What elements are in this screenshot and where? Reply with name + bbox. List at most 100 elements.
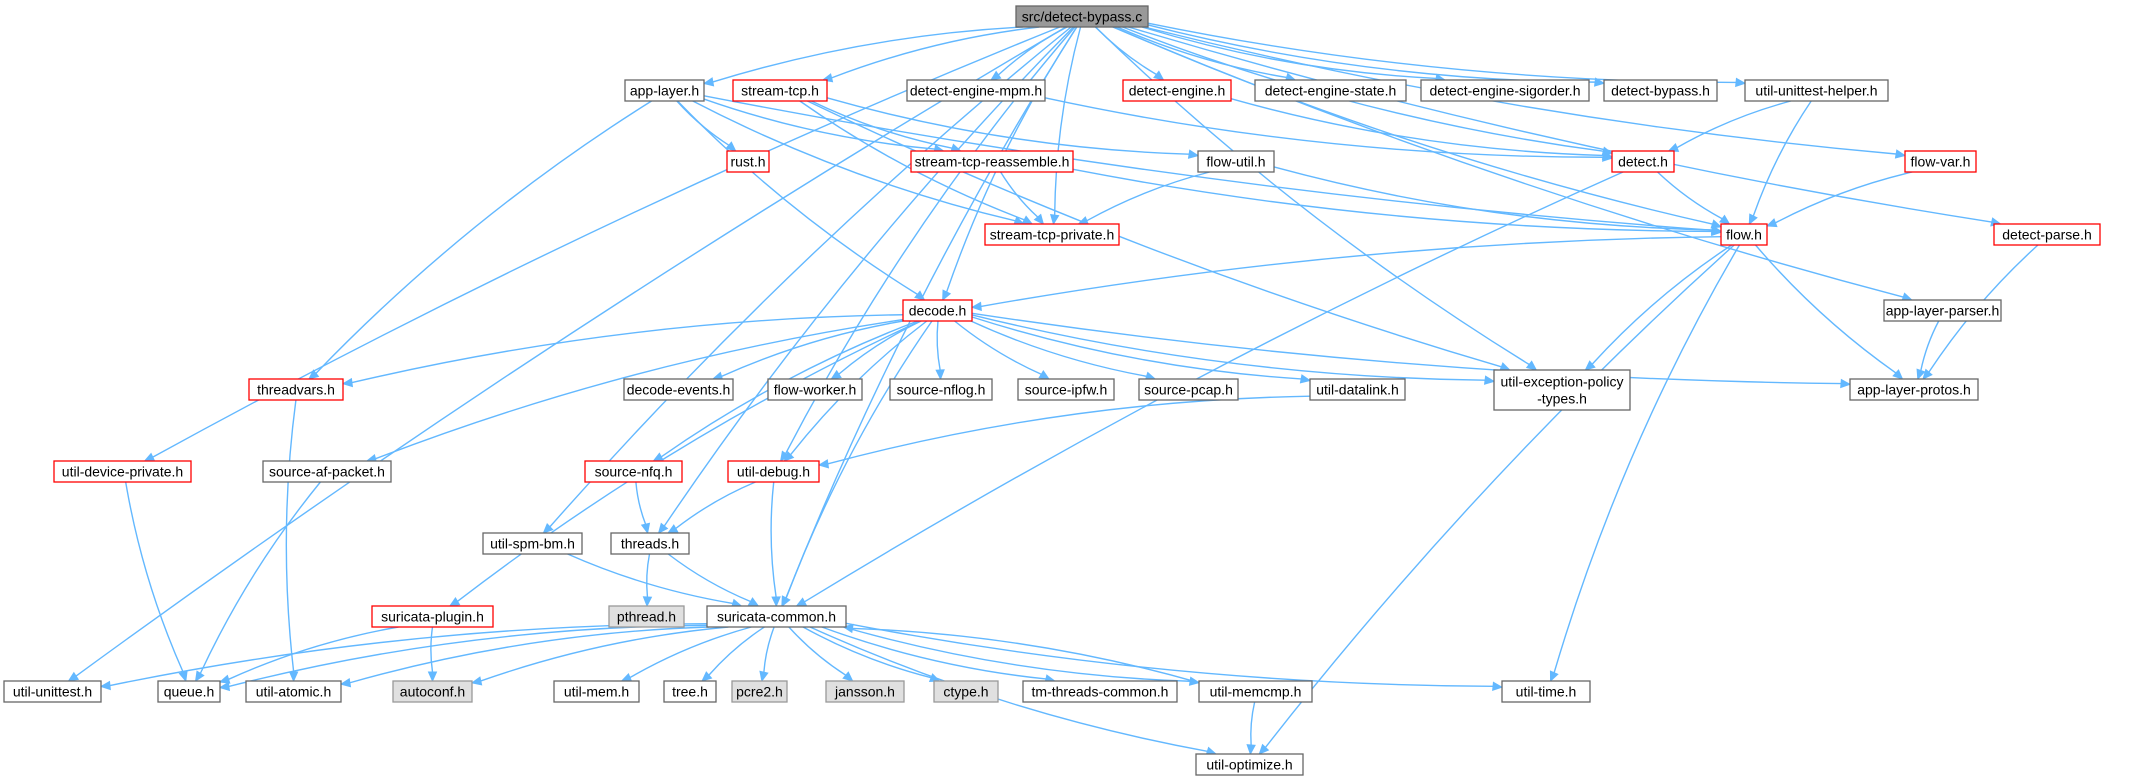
edge-line <box>712 26 1023 83</box>
node-util-datalink[interactable]: util-datalink.h <box>1309 378 1406 401</box>
node-util-time[interactable]: util-time.h <box>1501 680 1591 703</box>
node-source-pcap[interactable]: source-pcap.h <box>1138 378 1239 401</box>
node-threadvars[interactable]: threadvars.h <box>248 378 344 401</box>
node-rust[interactable]: rust.h <box>726 150 770 173</box>
node-label: flow.h <box>1726 227 1762 243</box>
edge-util-spm-bm-to-suricata-common <box>567 553 743 608</box>
node-flow-var[interactable]: flow-var.h <box>1904 150 1977 173</box>
node-app-layer[interactable]: app-layer.h <box>624 79 705 102</box>
node-box <box>553 680 640 703</box>
node-label: flow-var.h <box>1911 154 1971 170</box>
node-label: stream-tcp-private.h <box>990 227 1114 243</box>
node-decode[interactable]: decode.h <box>902 299 973 322</box>
node-label: threads.h <box>621 536 679 552</box>
edge-line <box>785 320 933 599</box>
edge-arrowhead <box>842 671 854 682</box>
node-box <box>1720 223 1768 246</box>
edge-threads-to-pthread <box>642 553 653 608</box>
edge-line <box>1000 171 1039 218</box>
node-box <box>732 79 828 102</box>
node-util-unittest-helper[interactable]: util-unittest-helper.h <box>1744 79 1889 102</box>
edge-line <box>228 626 399 680</box>
edge-util-datalink-to-util-debug <box>817 395 1311 469</box>
edge-line <box>667 553 751 603</box>
node-source-nflog[interactable]: source-nflog.h <box>889 378 993 401</box>
node-util-memcmp[interactable]: util-memcmp.h <box>1198 680 1313 703</box>
edge-arrowhead <box>970 301 982 312</box>
node-source-ipfw[interactable]: source-ipfw.h <box>1017 378 1115 401</box>
node-detect-bypass[interactable]: detect-bypass.h <box>1603 79 1718 102</box>
edge-line <box>1920 320 1940 371</box>
edge-util-unittest-helper-to-detect <box>1667 100 1792 152</box>
node-util-device-private[interactable]: util-device-private.h <box>53 460 192 483</box>
edge-arrowhead <box>1525 360 1538 371</box>
node-tm-threads-common[interactable]: tm-threads-common.h <box>1022 680 1178 703</box>
node-util-atomic[interactable]: util-atomic.h <box>245 680 342 703</box>
edge-app-layer-parser-to-app-layer-protos <box>1916 320 1940 381</box>
edge-line <box>843 626 1191 682</box>
node-app-layer-parser[interactable]: app-layer-parser.h <box>1883 299 2002 322</box>
node-box <box>1022 680 1178 703</box>
edge-stream-tcp-reassemble-to-stream-tcp-private <box>1000 171 1045 225</box>
edge-line <box>809 626 1208 753</box>
edge-line <box>770 481 777 598</box>
node-util-unittest[interactable]: util-unittest.h <box>3 680 102 703</box>
edge-line <box>826 97 1190 155</box>
edge-arrowhead <box>307 369 320 380</box>
edge-arrowhead <box>427 671 438 683</box>
node-source-nfq[interactable]: source-nfq.h <box>584 460 683 483</box>
node-stream-tcp[interactable]: stream-tcp.h <box>732 79 828 102</box>
edge-arrowhead <box>178 670 188 683</box>
edge-arrowhead <box>642 596 653 608</box>
node-app-layer-protos[interactable]: app-layer-protos.h <box>1849 378 1979 401</box>
edge-suricata-plugin-to-autoconf <box>427 626 438 683</box>
node-box <box>610 532 690 555</box>
node-flow-util[interactable]: flow-util.h <box>1197 150 1275 173</box>
node-detect[interactable]: detect.h <box>1611 150 1675 173</box>
node-detect-engine-mpm[interactable]: detect-engine-mpm.h <box>906 79 1046 102</box>
node-label: suricata-common.h <box>717 609 836 625</box>
edge-line <box>1094 26 1157 76</box>
node-detect-engine-state[interactable]: detect-engine-state.h <box>1254 79 1407 102</box>
node-suricata-plugin[interactable]: suricata-plugin.h <box>371 605 494 628</box>
edge-decode-to-suricata-plugin <box>448 320 921 607</box>
node-label: detect-engine-state.h <box>1265 83 1397 99</box>
node-util-mem[interactable]: util-mem.h <box>553 680 640 703</box>
node-detect-engine[interactable]: detect-engine.h <box>1122 79 1232 102</box>
node-flow[interactable]: flow.h <box>1720 223 1768 246</box>
node-label: util-unittest-helper.h <box>1755 83 1877 99</box>
edge-arrowhead <box>1601 150 1614 161</box>
node-util-exception-policy-types[interactable]: util-exception-policy-types.h <box>1493 369 1631 411</box>
node-queue[interactable]: queue.h <box>157 680 221 703</box>
node-tree[interactable]: tree.h <box>663 680 717 703</box>
node-decode-events[interactable]: decode-events.h <box>623 378 734 401</box>
edge-util-device-private-to-queue <box>124 481 188 683</box>
node-label: util-memcmp.h <box>1210 684 1302 700</box>
node-detect-engine-sigorder[interactable]: detect-engine-sigorder.h <box>1420 79 1590 102</box>
edge-arrowhead <box>914 290 926 301</box>
node-util-optimize[interactable]: util-optimize.h <box>1195 753 1304 776</box>
edge-arrowhead <box>1299 374 1312 384</box>
edge-line <box>349 626 709 684</box>
node-suricata-common[interactable]: suricata-common.h <box>706 605 847 628</box>
node-label: detect.h <box>1618 154 1668 170</box>
edge-detect-to-flow <box>1657 171 1731 225</box>
node-flow-worker[interactable]: flow-worker.h <box>767 378 863 401</box>
node-label: detect-engine.h <box>1129 83 1226 99</box>
node-detect-parse[interactable]: detect-parse.h <box>1993 223 2101 246</box>
edge-root-to-threads <box>657 26 1074 534</box>
node-util-spm-bm[interactable]: util-spm-bm.h <box>482 532 583 555</box>
node-stream-tcp-reassemble[interactable]: stream-tcp-reassemble.h <box>910 150 1074 173</box>
node-label: source-af-packet.h <box>269 464 385 480</box>
edge-arrowhead <box>470 676 483 686</box>
node-threads[interactable]: threads.h <box>610 532 690 555</box>
node-util-debug[interactable]: util-debug.h <box>727 460 820 483</box>
node-box <box>1138 378 1239 401</box>
node-source-af-packet[interactable]: source-af-packet.h <box>262 460 392 483</box>
edge-arrowhead <box>1710 225 1723 235</box>
node-stream-tcp-private[interactable]: stream-tcp-private.h <box>984 223 1120 246</box>
node-box <box>248 378 344 401</box>
edge-decode-to-suricata-common <box>781 320 933 608</box>
node-box <box>825 680 905 703</box>
node-autoconf: autoconf.h <box>392 680 473 703</box>
